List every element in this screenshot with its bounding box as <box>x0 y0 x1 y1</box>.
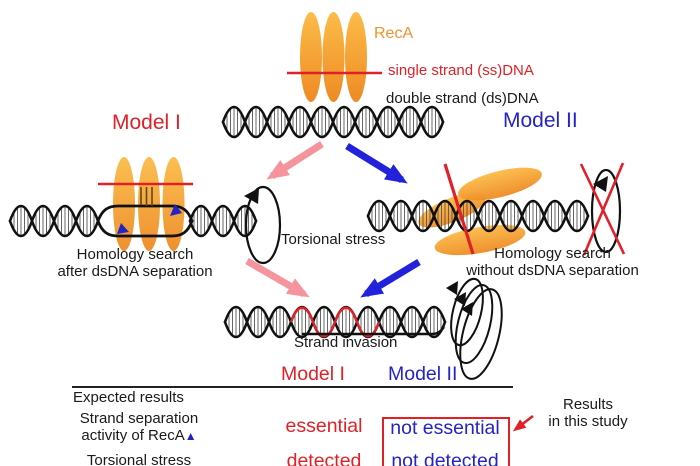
results-arrow-icon <box>512 414 534 432</box>
model2-arrow-lower <box>360 259 421 298</box>
blue-triangle-icon <box>170 204 182 216</box>
table-header-model2: Model II <box>388 363 458 385</box>
reca-label: RecA <box>374 25 414 42</box>
row1-label-line2: activity of RecA▲ <box>64 426 214 445</box>
table-header-model1: Model I <box>281 363 345 385</box>
row1-label-line1: Strand separation <box>79 410 199 427</box>
model1-complex-icon <box>8 157 258 251</box>
supercoil-arrows-icon <box>446 277 503 380</box>
model2-complex-icon <box>366 163 590 256</box>
right-caption-line1: Homology search <box>494 245 611 262</box>
results-note-line2: in this study <box>548 412 628 430</box>
results-note: Results in this study <box>532 396 644 430</box>
left-caption-line2: after dsDNA separation <box>57 262 213 280</box>
right-caption-line2: without dsDNA separation <box>466 261 639 279</box>
row1-label-text: activity of RecA <box>81 426 185 444</box>
torsional-stress-label: Torsional stress <box>281 231 386 248</box>
strand-invasion-label: Strand invasion <box>294 334 398 351</box>
cell-model1-row1: essential <box>285 415 363 437</box>
cell-model1-row2: detected <box>286 450 362 466</box>
no-torsion-arrow-icon <box>579 162 626 256</box>
filament-base-lines <box>140 187 153 206</box>
left-caption: Homology search after dsDNA separation <box>35 246 235 280</box>
blue-triangle-icon <box>117 223 129 234</box>
ssdna-label: single strand (ss)DNA <box>388 62 534 79</box>
right-caption: Homology search without dsDNA separation <box>460 245 645 279</box>
expected-results-label: Expected results <box>73 389 184 406</box>
red-slash-icon <box>443 163 475 255</box>
blue-triangle-icon: ▲ <box>184 428 197 443</box>
reca-protein-icon <box>287 12 382 102</box>
model1-arrow-lower <box>245 257 310 298</box>
model2-title: Model II <box>503 109 578 132</box>
strand-invasion-icon <box>223 298 447 346</box>
dsdna-label: double strand (ds)DNA <box>386 90 539 107</box>
left-caption-line1: Homology search <box>76 246 194 263</box>
model1-title: Model I <box>112 111 181 134</box>
dna-bubble-icon <box>96 204 194 238</box>
table-row-label: Torsional stress <box>86 452 192 466</box>
cell-model2-row2: not detected <box>391 450 499 466</box>
cell-model2-row1: not essential <box>390 417 500 439</box>
results-note-line1: Results <box>562 396 614 413</box>
model2-arrow-upper <box>345 143 408 184</box>
results-highlight-box <box>382 417 510 466</box>
table-row-label: Strand separation activity of RecA▲ <box>64 410 214 445</box>
torsional-stress-arrow-icon <box>244 185 282 265</box>
model1-arrow-upper <box>266 141 324 180</box>
